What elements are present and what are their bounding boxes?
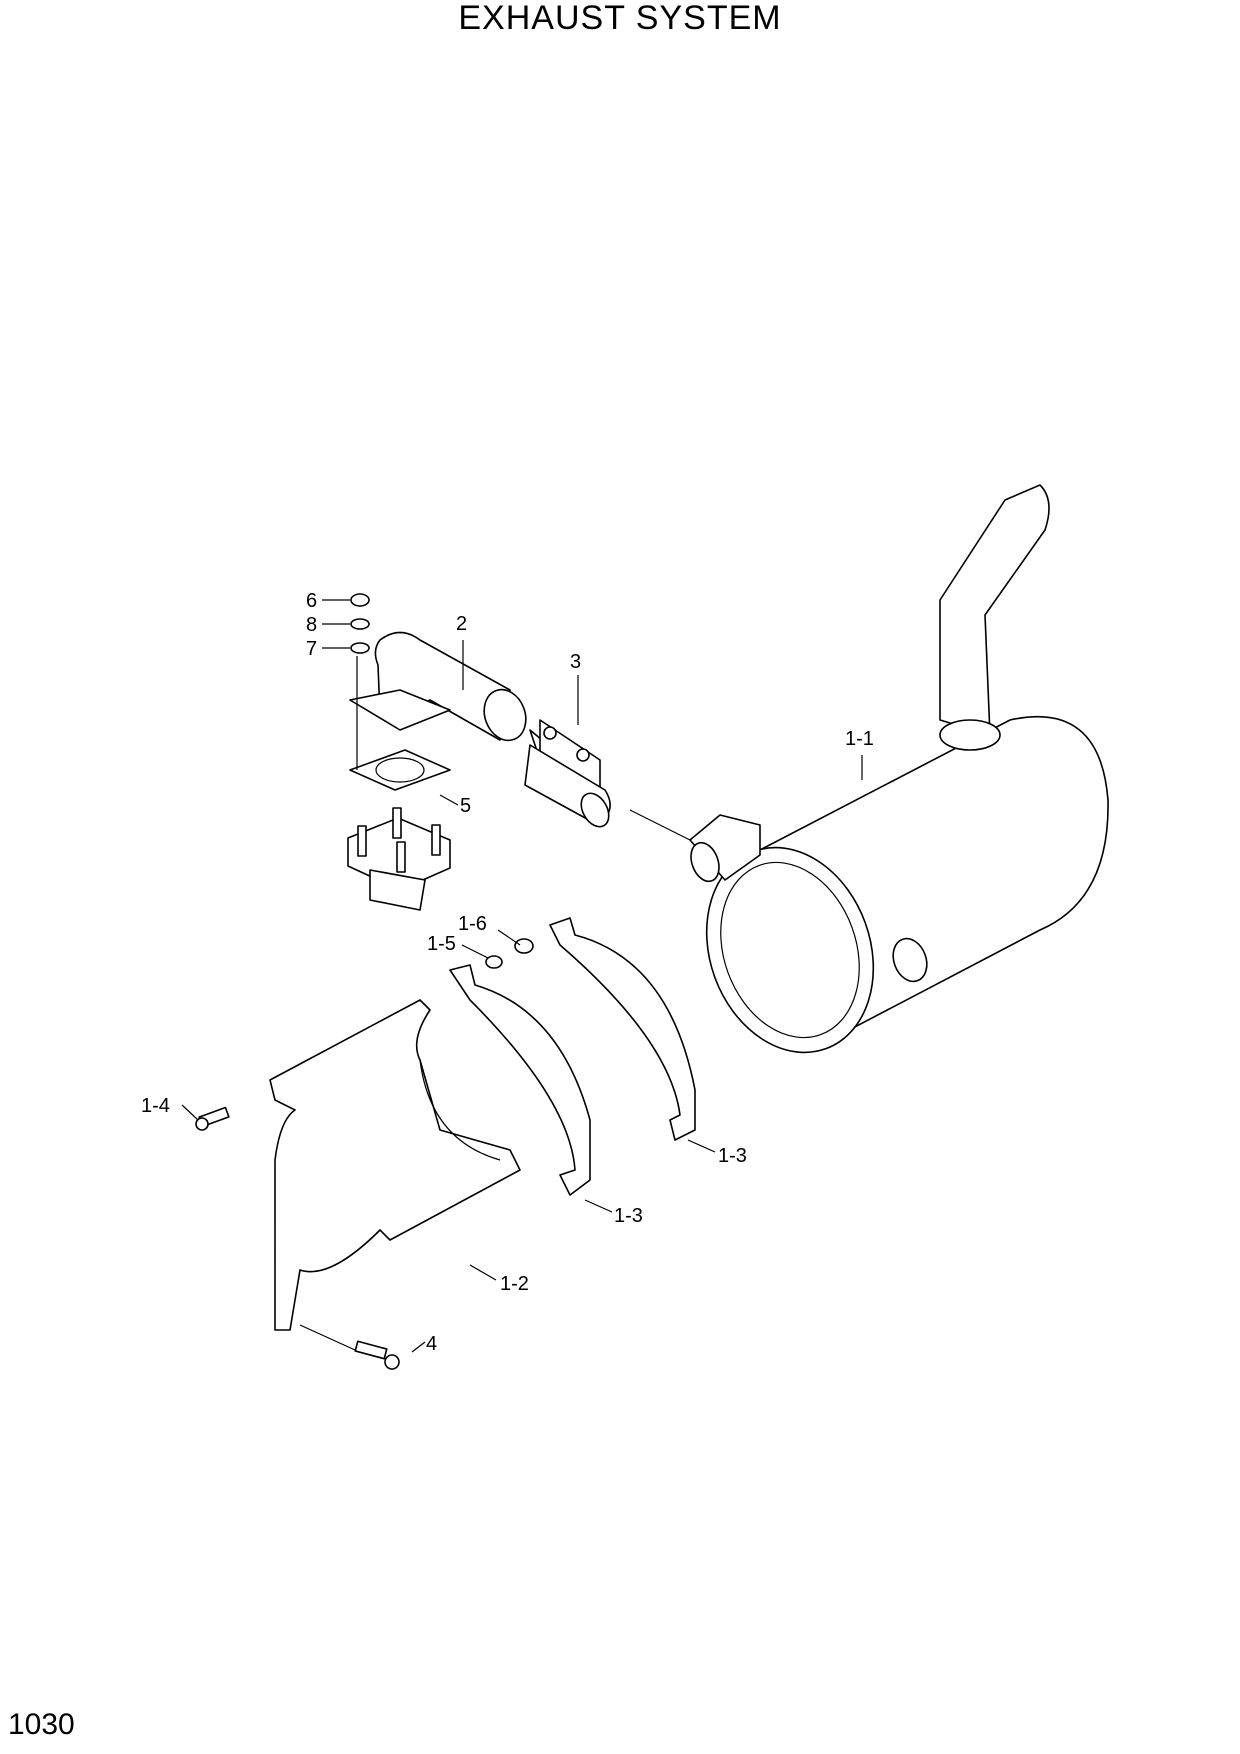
callout-1-4: 1-4 bbox=[141, 1095, 170, 1117]
strap-left bbox=[449, 964, 591, 1196]
page-title: EXHAUST SYSTEM bbox=[458, 0, 782, 37]
callout-3: 3 bbox=[570, 651, 581, 673]
callout-1-2: 1-2 bbox=[500, 1273, 529, 1295]
heat-cover bbox=[269, 999, 521, 1331]
callout-8: 8 bbox=[306, 614, 317, 636]
gasket bbox=[349, 749, 451, 791]
muffler bbox=[689, 484, 1109, 1054]
leader-lines bbox=[181, 599, 863, 1353]
callout-2: 2 bbox=[456, 613, 467, 635]
small-hardware bbox=[350, 593, 370, 770]
exhaust-pipe bbox=[349, 631, 527, 742]
callout-5: 5 bbox=[460, 795, 471, 817]
callout-6: 6 bbox=[306, 590, 317, 612]
callout-1-6: 1-6 bbox=[458, 913, 487, 935]
fasteners bbox=[195, 938, 534, 1370]
strap-right bbox=[549, 917, 696, 1141]
page-number: 1030 bbox=[8, 1708, 75, 1741]
clamp bbox=[524, 719, 611, 828]
callout-1-1: 1-1 bbox=[845, 728, 874, 750]
callout-1-3-right: 1-3 bbox=[718, 1145, 747, 1167]
callout-4: 4 bbox=[426, 1333, 437, 1355]
callout-1-5: 1-5 bbox=[427, 933, 456, 955]
callout-1-3-left: 1-3 bbox=[614, 1205, 643, 1227]
turbo-flange bbox=[347, 807, 451, 911]
callout-7: 7 bbox=[306, 638, 317, 660]
